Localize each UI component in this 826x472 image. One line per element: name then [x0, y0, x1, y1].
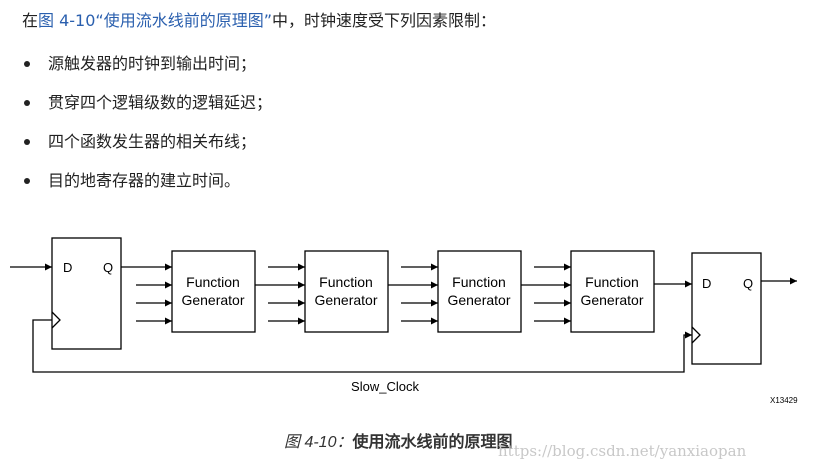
source-ff-d-label: D: [63, 260, 72, 275]
dest-ff-d-label: D: [702, 276, 711, 291]
source-ff-q-label: Q: [103, 260, 113, 275]
fg4-label-line2: Generator: [580, 292, 643, 308]
bullet-icon: [24, 61, 30, 67]
source-ff-clock-notch: [51, 311, 61, 329]
list-item: 贯穿四个逻辑级数的逻辑延迟；: [22, 92, 272, 131]
dest-ff-q-label: Q: [743, 276, 753, 291]
constraint-list: 源触发器的时钟到输出时间； 贯穿四个逻辑级数的逻辑延迟； 四个函数发生器的相关布…: [22, 53, 272, 209]
fg3-label-line1: Function: [452, 274, 506, 290]
list-item: 目的地寄存器的建立时间。: [22, 170, 272, 209]
intro-paragraph: 在图 4-10“使用流水线前的原理图”中，时钟速度受下列因素限制：: [22, 10, 496, 32]
bullet-icon: [24, 100, 30, 106]
figure-code: X13429: [770, 396, 798, 405]
fg1-label-line2: Generator: [181, 292, 244, 308]
figure-reference-link[interactable]: 图 4-10“使用流水线前的原理图”: [38, 11, 272, 30]
fg2-label-line1: Function: [319, 274, 373, 290]
figure-title: 使用流水线前的原理图: [352, 432, 513, 451]
list-item: 四个函数发生器的相关布线；: [22, 131, 272, 170]
bullet-icon: [24, 139, 30, 145]
bullet-icon: [24, 178, 30, 184]
function-generator-4: [570, 250, 655, 333]
dest-ff-clock-notch: [691, 326, 701, 344]
function-generator-1: [171, 250, 256, 333]
clock-label: Slow_Clock: [351, 379, 419, 394]
intro-prefix: 在: [22, 11, 39, 30]
fg2-label-line2: Generator: [314, 292, 377, 308]
source-flip-flop: [51, 237, 122, 350]
fg3-label-line2: Generator: [447, 292, 510, 308]
function-generator-2: [304, 250, 389, 333]
function-generator-3: [437, 250, 522, 333]
clock-wire: [32, 319, 692, 373]
destination-flip-flop: [691, 252, 762, 365]
fg1-label-line1: Function: [186, 274, 240, 290]
intro-suffix: 中，时钟速度受下列因素限制：: [272, 11, 497, 30]
figure-caption: 图 4-10：使用流水线前的原理图: [284, 431, 513, 454]
list-item: 源触发器的时钟到输出时间；: [22, 53, 272, 92]
figure-number: 图 4-10：: [284, 434, 353, 451]
watermark: https://blog.csdn.net/yanxiaopan: [498, 442, 747, 460]
fg4-label-line1: Function: [585, 274, 639, 290]
